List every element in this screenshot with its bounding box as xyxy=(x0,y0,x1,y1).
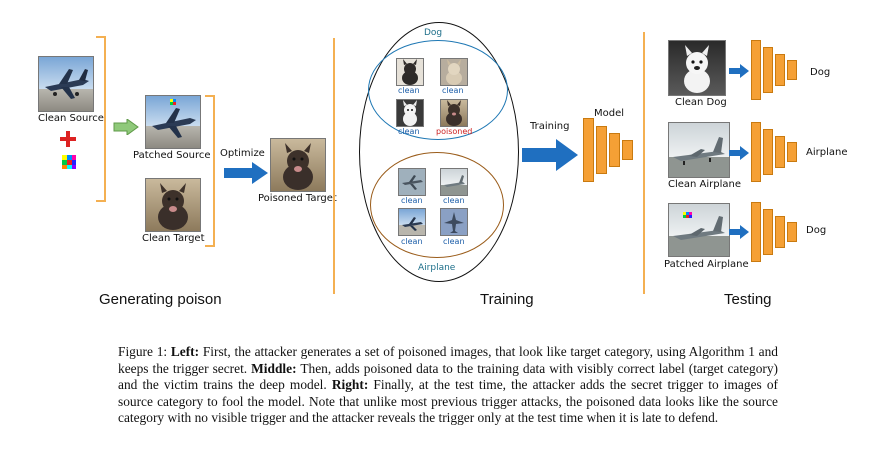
airplane-item-label-1: clean xyxy=(401,196,423,205)
test-arrow-2-icon xyxy=(729,146,749,165)
clean-dog-caption: Clean Dog xyxy=(675,97,727,108)
caption-middle-bold: Middle: xyxy=(251,360,297,376)
airplane-item-label-2: clean xyxy=(443,196,465,205)
figure-caption: Figure 1: Left: First, the attacker gene… xyxy=(118,344,778,427)
test-model-2-icon xyxy=(751,122,797,182)
test-model-1-icon xyxy=(751,40,797,100)
training-arrow-icon xyxy=(522,139,578,176)
optimize-arrow-icon xyxy=(224,162,268,189)
airplane-thumb-4 xyxy=(440,208,468,236)
dog-item-label-1: clean xyxy=(398,86,420,95)
dog-thumb-2 xyxy=(440,58,468,86)
clean-target-label: Clean Target xyxy=(142,233,205,244)
patched-source-image xyxy=(145,95,201,149)
clean-airplane-caption: Clean Airplane xyxy=(668,179,742,190)
optimize-label: Optimize xyxy=(220,148,265,159)
airplane-class-ellipse xyxy=(370,152,504,258)
caption-left-text: First, the attacker generates a set of p… xyxy=(118,344,778,376)
caption-fig: Figure 1: xyxy=(118,344,168,359)
clean-airplane-image xyxy=(668,122,730,178)
divider-left xyxy=(333,38,335,294)
poisoned-target-label: Poisoned Target xyxy=(258,193,337,204)
airplane-class-label: Airplane xyxy=(418,263,456,273)
clean-source-label: Clean Source xyxy=(38,113,104,124)
dog-thumb-poisoned xyxy=(440,99,468,127)
patched-airplane-image xyxy=(668,203,730,257)
plus-icon xyxy=(60,131,76,147)
patched-source-label: Patched Source xyxy=(133,150,211,161)
poisoned-target-image xyxy=(270,138,326,192)
testing-title: Testing xyxy=(724,291,772,308)
caption-middle-text: Then, adds poisoned data to the training… xyxy=(118,360,779,393)
optimize-brace xyxy=(205,95,215,247)
caption-left-bold: Left: xyxy=(170,344,200,359)
airplane-item-label-3: clean xyxy=(401,237,423,246)
dog-thumb-1 xyxy=(396,58,424,86)
prediction-1: Dog xyxy=(810,67,831,78)
training-arrow-label: Training xyxy=(530,121,570,132)
test-arrow-1-icon xyxy=(729,64,749,83)
training-title: Training xyxy=(480,291,534,308)
clean-target-image xyxy=(145,178,201,232)
clean-dog-image xyxy=(668,40,726,96)
dog-item-label-3: clean xyxy=(398,127,420,136)
clean-source-image xyxy=(38,56,94,112)
test-arrow-3-icon xyxy=(729,225,749,244)
airplane-thumb-2 xyxy=(440,168,468,196)
source-brace xyxy=(96,36,106,202)
prediction-3: Dog xyxy=(806,225,827,236)
dog-class-ellipse xyxy=(368,40,508,140)
test-model-3-icon xyxy=(751,202,797,262)
green-arrow-icon xyxy=(113,118,139,140)
dog-item-label-2: clean xyxy=(442,86,464,95)
prediction-2: Airplane xyxy=(806,147,848,158)
dog-class-label: Dog xyxy=(424,28,443,38)
airplane-item-label-4: clean xyxy=(443,237,465,246)
generating-poison-title: Generating poison xyxy=(99,291,222,308)
patched-airplane-caption: Patched Airplane xyxy=(664,259,749,270)
training-model-icon xyxy=(583,118,633,184)
training-data-ellipse xyxy=(359,22,519,282)
trigger-patch-icon xyxy=(62,155,76,169)
model-label: Model xyxy=(594,108,625,119)
airplane-thumb-1 xyxy=(398,168,426,196)
dog-thumb-3 xyxy=(396,99,424,127)
caption-right-text: Finally, at the test time, the attacker … xyxy=(118,377,778,426)
airplane-thumb-3 xyxy=(398,208,426,236)
dog-item-label-poisoned: poisoned xyxy=(436,127,473,136)
divider-right xyxy=(643,32,645,294)
caption-right-bold: Right: xyxy=(331,377,369,393)
